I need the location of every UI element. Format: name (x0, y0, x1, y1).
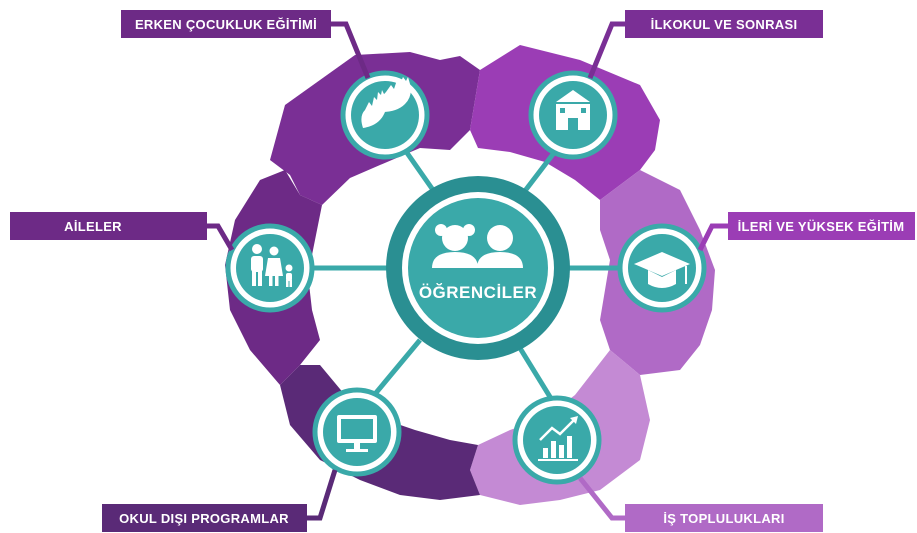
label-afterschool: OKUL DIŞI PROGRAMLAR (102, 469, 338, 532)
family-icon (251, 244, 293, 287)
node-business (512, 395, 602, 485)
label-primary: İLKOKUL VE SONRASI (587, 10, 823, 79)
hands-icon (361, 77, 411, 128)
center-label: ÖĞRENCİLER (419, 283, 537, 302)
growth-chart-icon (538, 416, 578, 461)
students-icon (432, 224, 523, 268)
connector-business (512, 338, 558, 407)
graduation-cap-icon (634, 252, 690, 288)
label-early: ERKEN ÇOCUKLUK EĞİTİMİ (121, 10, 371, 79)
label-higher: İLERİ VE YÜKSEK EĞİTİM (697, 212, 915, 252)
label-higher-text: İLERİ VE YÜKSEK EĞİTİM (738, 219, 905, 234)
label-early-text: ERKEN ÇOCUKLUK EĞİTİMİ (135, 17, 317, 32)
node-higher (617, 223, 707, 313)
school-building-icon (556, 90, 590, 130)
center-node: ÖĞRENCİLER (386, 176, 570, 360)
monitor-icon (337, 415, 377, 452)
label-afterschool-text: OKUL DIŞI PROGRAMLAR (119, 511, 289, 526)
label-families: AİLELER (10, 212, 235, 252)
label-business-text: İŞ TOPLULUKLARI (663, 511, 784, 526)
label-primary-text: İLKOKUL VE SONRASI (651, 17, 798, 32)
node-families (225, 223, 315, 313)
label-business: İŞ TOPLULUKLARI (578, 476, 823, 532)
node-early (340, 70, 430, 160)
node-afterschool (312, 387, 402, 477)
node-primary (528, 70, 618, 160)
label-families-text: AİLELER (64, 219, 122, 234)
connector-afterschool (368, 338, 422, 402)
